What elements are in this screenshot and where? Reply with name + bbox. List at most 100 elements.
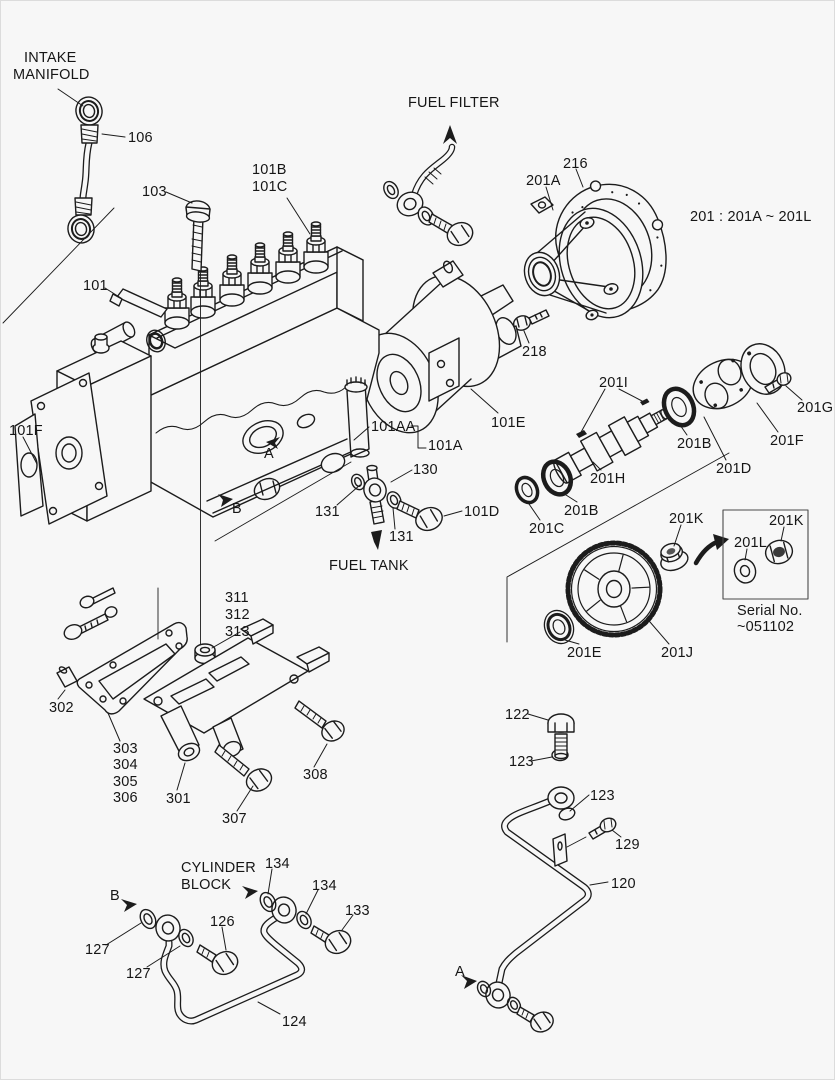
- part-label-303: 303: [113, 741, 138, 757]
- serial-note-line1: Serial No.: [737, 603, 803, 619]
- view-letter-b-pump: B: [232, 501, 242, 517]
- part-label-201j: 201J: [661, 645, 694, 661]
- nut-201k: [660, 542, 689, 572]
- cover-201a-art: [523, 196, 644, 321]
- pump-mounting-studs: [63, 587, 118, 641]
- part-label-101c: 101C: [252, 179, 288, 195]
- view-b-arrow-pipe-icon: [121, 899, 137, 912]
- seal-201c: [514, 475, 540, 505]
- pipe-clamp: [552, 833, 587, 867]
- part-label-101a: 101A: [428, 438, 463, 454]
- governor-housing-art: [14, 333, 152, 525]
- label-fuel-filter: FUEL FILTER: [408, 95, 500, 111]
- bolt-201g: [764, 372, 792, 394]
- part-label-201e: 201E: [567, 645, 602, 661]
- serial-note-line2: ~051102: [737, 619, 795, 635]
- part-label-131-left: 131: [315, 504, 340, 520]
- view-letter-a-pipe: A: [455, 964, 465, 980]
- part-label-101d: 101D: [464, 504, 500, 520]
- overflow-valve-101aa: [344, 376, 370, 458]
- part-label-106: 106: [128, 130, 153, 146]
- pipe-120-art: [476, 713, 617, 1033]
- part-label-201g: 201G: [797, 400, 834, 416]
- part-label-134-right: 134: [312, 878, 337, 894]
- part-label-126: 126: [210, 914, 235, 930]
- part-label-201h: 201H: [590, 471, 626, 487]
- bolt-103-art: [185, 200, 211, 272]
- part-label-123-upper: 123: [509, 754, 534, 770]
- part-label-133: 133: [345, 903, 370, 919]
- part-label-313: 313: [225, 624, 250, 640]
- part-label-101b: 101B: [252, 162, 287, 178]
- part-label-134-left: 134: [265, 856, 290, 872]
- label-cylinder-block-line2: BLOCK: [181, 877, 232, 893]
- label-range-note: 201 : 201A ~ 201L: [690, 209, 812, 225]
- part-label-307: 307: [222, 811, 247, 827]
- part-label-308: 308: [303, 767, 328, 783]
- cylinder-block-arrow-icon: [242, 886, 258, 899]
- serial-inset-box: [722, 509, 809, 600]
- part-label-123-lower: 123: [590, 788, 615, 804]
- fuel-tank-down-arrow-icon: [371, 530, 382, 550]
- part-label-312: 312: [225, 607, 250, 623]
- part-label-101: 101: [83, 278, 108, 294]
- part-label-302: 302: [49, 700, 74, 716]
- part-label-124: 124: [282, 1014, 307, 1030]
- part-label-122: 122: [505, 707, 530, 723]
- part-label-305: 305: [113, 774, 138, 790]
- part-label-131-right: 131: [389, 529, 414, 545]
- pipe-124-art: [139, 891, 352, 1025]
- part-label-127-upper: 127: [85, 942, 110, 958]
- bolt-129: [588, 817, 617, 840]
- mount-gasket-303: [76, 621, 188, 715]
- part-label-129: 129: [615, 837, 640, 853]
- part-label-311: 311: [225, 590, 249, 606]
- plate-201d: [692, 358, 754, 410]
- label-cylinder-block-line1: CYLINDER: [181, 860, 256, 876]
- part-label-201f: 201F: [770, 433, 804, 449]
- part-label-103: 103: [142, 184, 167, 200]
- view-arrows: [121, 125, 477, 989]
- view-b-arrow-pump-icon: [218, 494, 233, 507]
- banjo-130-group: [350, 464, 443, 532]
- camshaft-201h-art: [552, 398, 669, 484]
- part-label-101e: 101E: [491, 415, 526, 431]
- ring-201e: [543, 609, 575, 645]
- side-plate-101a-area: [428, 337, 460, 402]
- view-a-arrow-pipe-icon: [461, 975, 477, 989]
- part-label-201a: 201A: [526, 173, 561, 189]
- view-a-arrow-pump-icon: [266, 437, 280, 449]
- part-label-201l: 201L: [734, 535, 768, 551]
- view-letter-b-pipe: B: [110, 888, 120, 904]
- seal-201b-left: [540, 459, 574, 497]
- part-label-218: 218: [522, 344, 547, 360]
- banjo-bolt-122: [547, 713, 575, 760]
- part-label-216: 216: [563, 156, 588, 172]
- fuel-filter-up-arrow-icon: [443, 125, 457, 144]
- pipe-120-end-fittings: [476, 980, 554, 1033]
- part-label-301: 301: [166, 791, 191, 807]
- label-intake-manifold-line1: INTAKE: [24, 50, 77, 66]
- part-label-306: 306: [113, 790, 138, 806]
- intake-manifold-hose-art: [67, 96, 103, 244]
- pump-body-101-art: [14, 221, 460, 641]
- label-intake-manifold-line2: MANIFOLD: [13, 67, 90, 83]
- seal-201b-right: [661, 386, 697, 428]
- gear-201j-art: [565, 540, 663, 638]
- part-label-201k-inset: 201K: [769, 513, 804, 529]
- delivery-valve-holders: [164, 221, 329, 330]
- leader-lines: [2, 88, 803, 1015]
- part-label-101f: 101F: [9, 423, 43, 439]
- pin-302-art: [56, 666, 78, 688]
- part-label-304: 304: [113, 757, 138, 773]
- bolt-308-art: [294, 700, 345, 742]
- part-label-120: 120: [611, 876, 636, 892]
- part-label-101aa: 101AA: [371, 419, 416, 435]
- part-label-130: 130: [413, 462, 438, 478]
- part-label-127-lower: 127: [126, 966, 151, 982]
- fuel-filter-fitting-art: [383, 143, 474, 247]
- label-fuel-tank: FUEL TANK: [329, 558, 409, 574]
- part-label-201c: 201C: [529, 521, 565, 537]
